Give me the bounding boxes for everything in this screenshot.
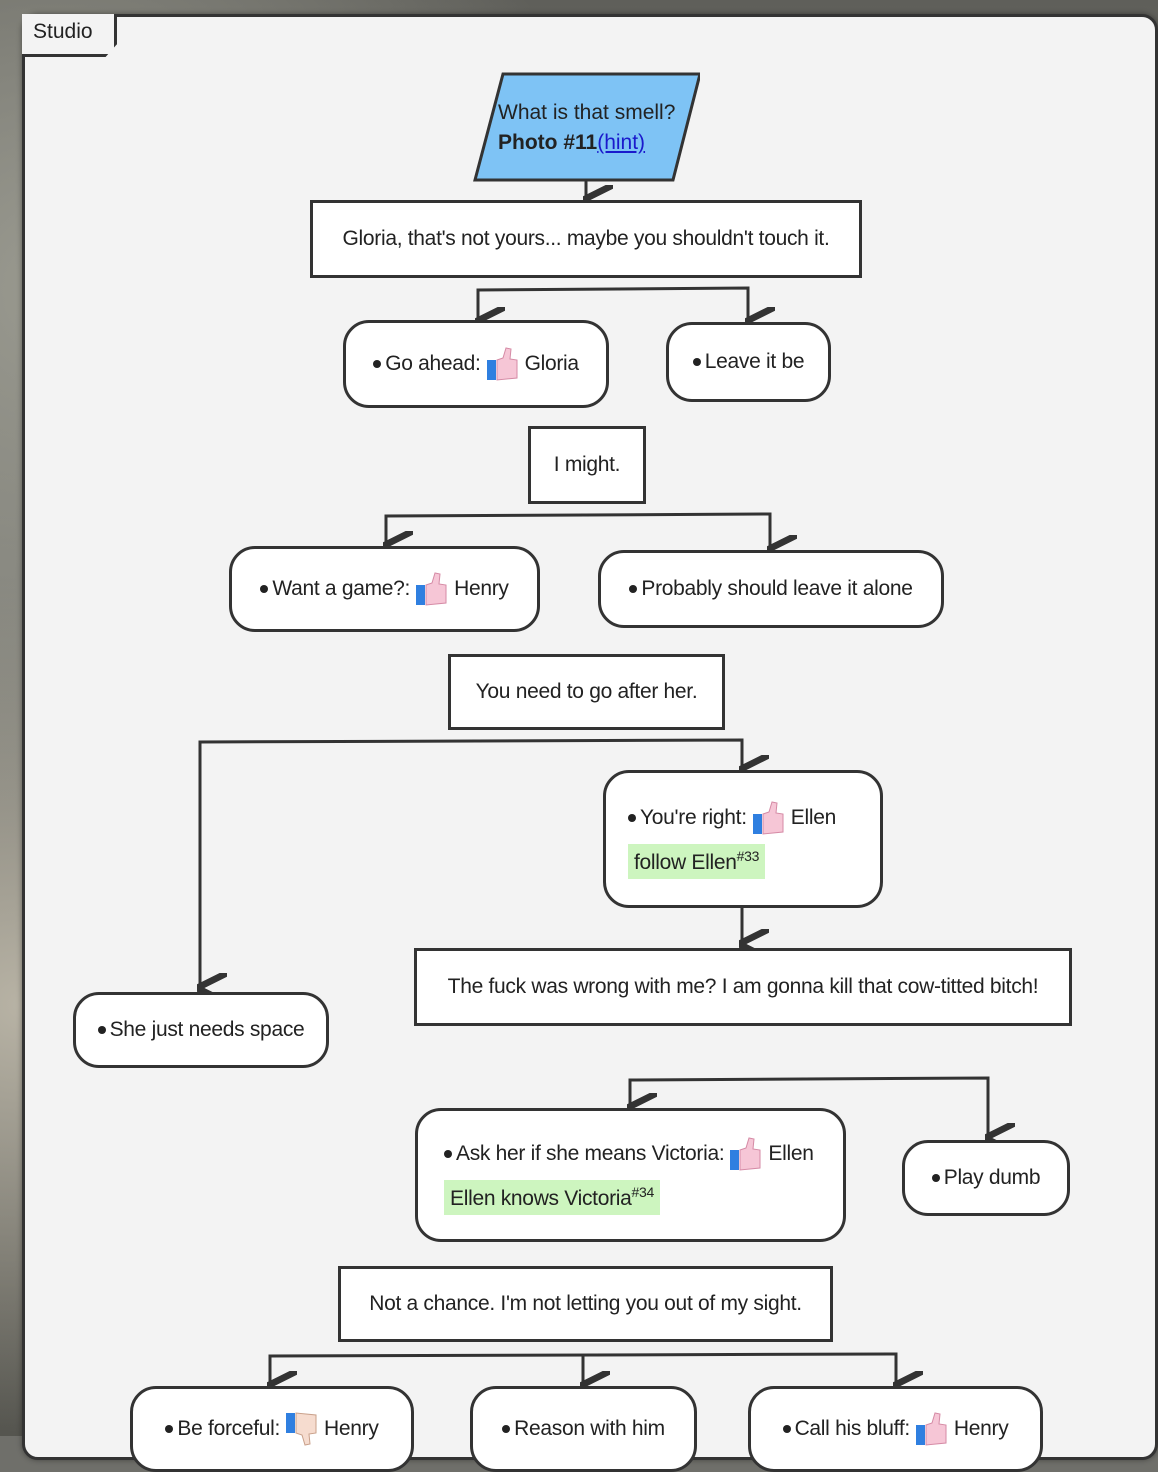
- character-name: Ellen: [768, 1141, 814, 1165]
- choice-text: Reason with him: [514, 1417, 665, 1440]
- line-node-4: The fuck was wrong with me? I am gonna k…: [414, 948, 1072, 1026]
- character-name: Gloria: [524, 352, 580, 375]
- choice-bluff[interactable]: Call his bluff: Henry: [748, 1386, 1043, 1472]
- flag-text: follow Ellen: [634, 850, 737, 874]
- choice-text: Play dumb: [943, 1166, 1041, 1189]
- choice-right[interactable]: You're right: Ellen follow Ellen#33: [603, 770, 883, 908]
- thumbs-down-icon: [286, 1412, 317, 1446]
- bullet-icon: [692, 358, 701, 366]
- bullet-icon: [782, 1425, 791, 1433]
- thumbs-up-icon: [486, 347, 518, 381]
- character-name: Henry: [454, 577, 509, 600]
- choice-space[interactable]: She just needs space: [73, 992, 329, 1068]
- choice-text: She just needs space: [109, 1018, 305, 1041]
- bullet-icon: [373, 360, 382, 368]
- thumbs-up-icon: [416, 572, 447, 606]
- character-name: Henry: [953, 1417, 1009, 1440]
- choice-game[interactable]: Want a game?: Henry: [229, 546, 540, 632]
- start-node-shape: [473, 72, 700, 182]
- bullet-icon: [629, 585, 638, 593]
- line-text: Gloria, that's not yours... maybe you sh…: [342, 227, 830, 250]
- choice-text: Call his bluff:: [794, 1417, 911, 1440]
- choice-go-ahead[interactable]: Go ahead: Gloria: [343, 320, 609, 408]
- line-node-2: I might.: [528, 426, 646, 504]
- bullet-icon: [502, 1425, 511, 1433]
- flag-label: Ellen knows Victoria#34: [444, 1179, 661, 1215]
- bullet-icon: [628, 813, 636, 822]
- bullet-icon: [165, 1425, 174, 1433]
- thumbs-up-icon: [730, 1136, 761, 1171]
- choice-victoria[interactable]: Ask her if she means Victoria: Ellen Ell…: [415, 1108, 846, 1242]
- choice-text: Leave it be: [704, 350, 805, 373]
- hint-link[interactable]: (hint): [597, 131, 646, 154]
- panel-tab: [22, 14, 117, 57]
- line-node-3: You need to go after her.: [448, 654, 725, 730]
- choice-text: Want a game?:: [272, 577, 411, 600]
- flag-label: follow Ellen#33: [628, 843, 766, 879]
- flag-number: #33: [736, 847, 760, 864]
- choice-text: Ask her if she means Victoria:: [456, 1141, 725, 1165]
- choice-text: Be forceful:: [177, 1417, 281, 1440]
- bullet-icon: [260, 585, 269, 593]
- choice-text: You're right:: [640, 805, 747, 829]
- choice-forceful[interactable]: Be forceful: Henry: [130, 1386, 414, 1472]
- photo-label: Photo #11: [498, 131, 598, 154]
- bullet-icon: [97, 1026, 106, 1034]
- bullet-icon: [931, 1174, 940, 1182]
- character-name: Henry: [324, 1417, 379, 1440]
- line-text: I might.: [553, 453, 621, 476]
- line-node-1: Gloria, that's not yours... maybe you sh…: [310, 200, 862, 278]
- thumbs-up-icon: [752, 800, 784, 835]
- character-name: Ellen: [790, 805, 837, 829]
- start-title: What is that smell?: [498, 101, 676, 124]
- flag-text: Ellen knows Victoria: [450, 1186, 632, 1210]
- flag-number: #34: [631, 1183, 655, 1200]
- choice-dumb[interactable]: Play dumb: [902, 1140, 1070, 1216]
- line-text: You need to go after her.: [475, 680, 698, 703]
- bullet-icon: [444, 1149, 452, 1158]
- choice-text: Go ahead:: [385, 352, 481, 375]
- start-node: What is that smell? Photo #11(hint): [498, 98, 675, 158]
- choice-probably[interactable]: Probably should leave it alone: [598, 550, 944, 628]
- panel-label: Studio: [33, 20, 93, 43]
- choice-text: Probably should leave it alone: [641, 577, 913, 600]
- line-text: The fuck was wrong with me? I am gonna k…: [447, 975, 1039, 998]
- thumbs-up-icon: [915, 1412, 947, 1446]
- choice-leave[interactable]: Leave it be: [666, 322, 831, 402]
- connector-lines: [0, 180, 1158, 1436]
- line-node-5: Not a chance. I'm not letting you out of…: [338, 1266, 833, 1342]
- line-text: Not a chance. I'm not letting you out of…: [369, 1292, 802, 1315]
- choice-reason[interactable]: Reason with him: [470, 1386, 697, 1472]
